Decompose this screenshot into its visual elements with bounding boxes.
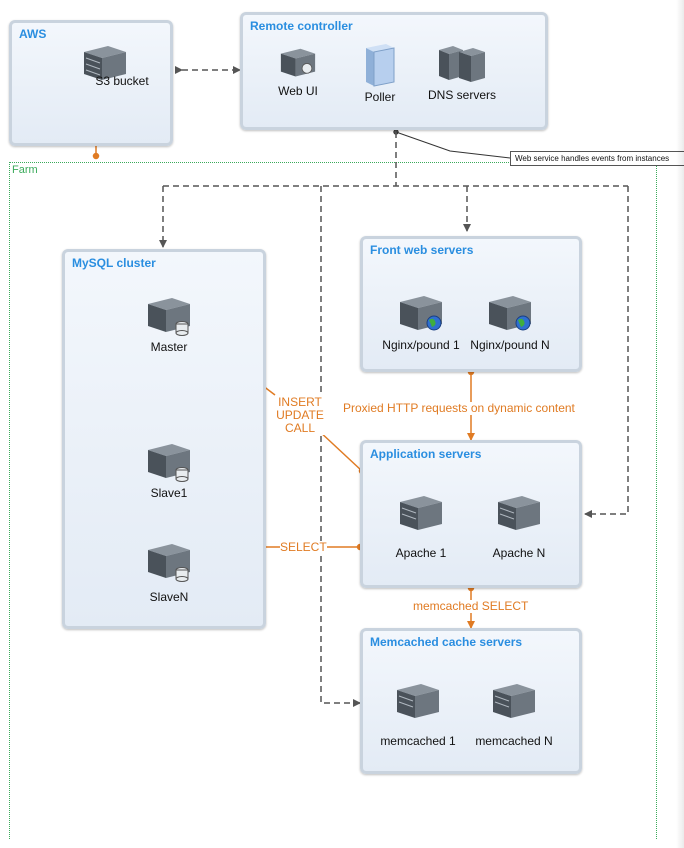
- mysql-cluster-title: MySQL cluster: [72, 256, 156, 270]
- apache1-label: Apache 1: [395, 546, 447, 560]
- web-ui-label: Web UI: [278, 84, 318, 98]
- web-service-callout: Web service handles events from instance…: [510, 151, 684, 166]
- nginx1-label: Nginx/pound 1: [382, 338, 460, 352]
- proxied-http-label: Proxied HTTP requests on dynamic content: [343, 401, 575, 415]
- server-icon: [400, 496, 442, 530]
- remote-controller-title: Remote controller: [250, 19, 353, 33]
- poller-label: Poller: [364, 90, 396, 104]
- web-ui-node: Web UI: [243, 40, 353, 98]
- insert-label: INSERT: [278, 395, 322, 409]
- memcached1-node: memcached 1: [368, 676, 468, 748]
- poller-icon: [366, 44, 395, 87]
- nginxn-node: Nginx/pound N: [470, 288, 550, 352]
- memcached1-label: memcached 1: [380, 734, 456, 748]
- s3-bucket-node: S3 bucket: [50, 38, 160, 88]
- apachen-node: Apache N: [474, 488, 564, 560]
- s3-bucket-label: S3 bucket: [95, 74, 149, 88]
- farm-boundary: [9, 162, 657, 839]
- front-web-servers-group: Front web servers: [360, 236, 582, 372]
- select-label: SELECT: [280, 540, 327, 554]
- application-servers-title: Application servers: [370, 447, 482, 461]
- server-icon: [84, 46, 126, 80]
- memcached-servers-title: Memcached cache servers: [370, 635, 523, 649]
- master-node: Master: [114, 290, 224, 354]
- remote-distribution-links: [159, 132, 629, 707]
- dns-servers-label: DNS servers: [427, 88, 496, 102]
- web-server-globe-icon: [400, 296, 442, 331]
- apachen-label: Apache N: [492, 546, 546, 560]
- dns-servers-node: DNS servers: [407, 40, 517, 102]
- poller-node: Poller: [325, 42, 435, 104]
- database-server-icon: [148, 544, 190, 582]
- frame-shadow: [676, 0, 684, 848]
- slave1-label: Slave1: [150, 486, 188, 500]
- application-servers-group: Application servers: [360, 440, 582, 588]
- database-server-icon: [148, 444, 190, 482]
- server-icon: [498, 496, 540, 530]
- slaven-node: SlaveN: [114, 536, 224, 604]
- slaven-label: SlaveN: [149, 590, 189, 604]
- apache1-node: Apache 1: [376, 488, 466, 560]
- database-server-icon: [148, 298, 190, 336]
- master-label: Master: [150, 340, 188, 354]
- server-icon: [493, 684, 535, 718]
- server-icon: [397, 684, 439, 718]
- front-web-servers-title: Front web servers: [370, 243, 474, 257]
- farm-label: Farm: [12, 164, 38, 176]
- memcachedn-label: memcached N: [475, 734, 553, 748]
- update-label: UPDATE: [276, 408, 324, 422]
- aws-group: AWS: [9, 20, 173, 146]
- callout-leader: [393, 129, 511, 159]
- nginx1-node: Nginx/pound 1: [381, 288, 461, 352]
- web-ui-server-icon: [280, 48, 316, 77]
- aws-title: AWS: [19, 27, 47, 41]
- dns-servers-icon: [439, 46, 485, 82]
- memcached-select-label: memcached SELECT: [413, 599, 529, 613]
- call-label: CALL: [284, 421, 316, 435]
- web-server-globe-icon: [489, 296, 531, 331]
- write-ops-label: INSERT UPDATE CALL: [270, 396, 330, 435]
- memcachedn-node: memcached N: [464, 676, 564, 748]
- slave1-node: Slave1: [114, 436, 224, 500]
- nginxn-label: Nginx/pound N: [470, 338, 550, 352]
